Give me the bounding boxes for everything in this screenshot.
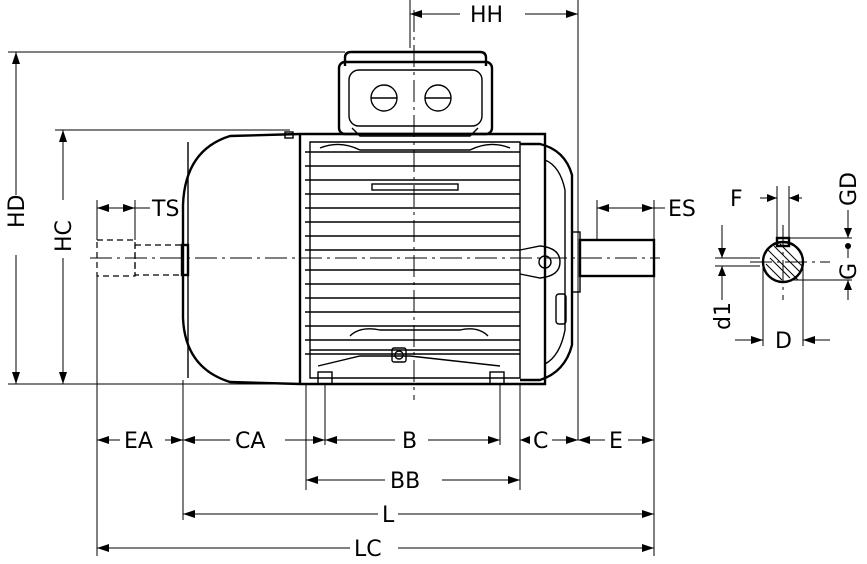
label-lc: LC (354, 537, 382, 562)
label-ts: TS (151, 197, 179, 222)
label-l: L (382, 503, 395, 528)
label-hc: HC (52, 220, 77, 252)
label-e: E (609, 429, 623, 454)
label-c: C (533, 429, 548, 454)
dimension-labels: HH HD HC TS ES F GD G d1 D EA CA B C E B… (5, 3, 862, 562)
label-ca: CA (235, 429, 265, 454)
centre-lines (90, 10, 830, 400)
label-hh: HH (470, 3, 503, 28)
label-b: B (402, 429, 417, 454)
label-es: ES (668, 197, 696, 222)
label-gd: GD (837, 172, 862, 206)
label-d1: d1 (711, 302, 736, 330)
label-hd: HD (5, 195, 30, 228)
label-bb: BB (390, 469, 420, 494)
motor-outline (96, 50, 656, 386)
dimension-lines (8, 0, 852, 556)
label-f: F (730, 187, 743, 212)
label-ea: EA (124, 429, 153, 454)
label-g: G (837, 263, 862, 280)
cooling-fins (305, 151, 520, 355)
label-d: D (775, 329, 792, 354)
